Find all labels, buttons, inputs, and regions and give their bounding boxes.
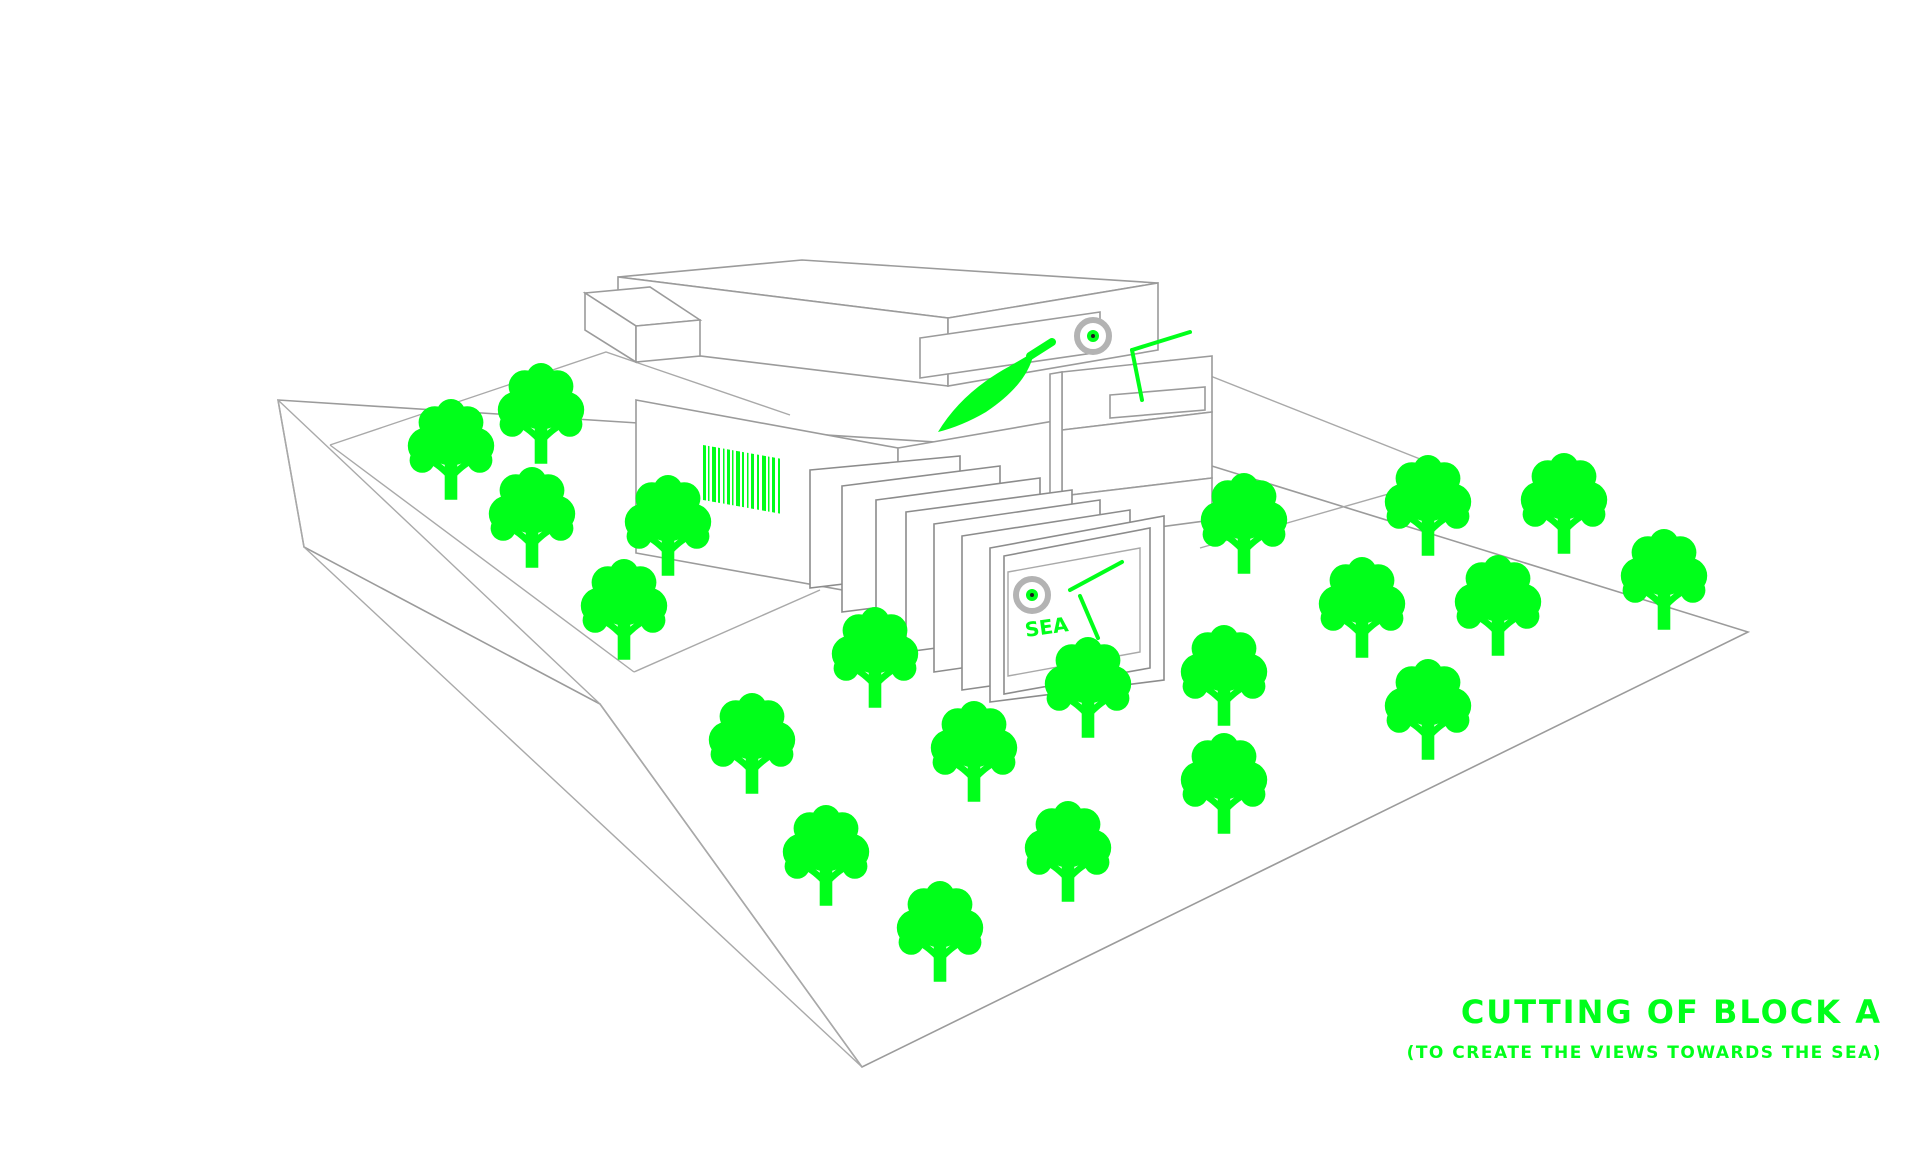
barcode-icon [703, 445, 780, 514]
tree-icon [1520, 453, 1608, 554]
view-direction-icon [1068, 560, 1124, 640]
caption-title: CUTTING OF BLOCK A [1460, 993, 1882, 1031]
knife-icon [938, 338, 1056, 432]
caption-subtitle: (TO CREATE THE VIEWS TOWARDS THE SEA) [1406, 1043, 1882, 1063]
eye-icon [1013, 576, 1051, 614]
view-direction-icon [1130, 330, 1192, 402]
eye-icon [1074, 317, 1112, 355]
